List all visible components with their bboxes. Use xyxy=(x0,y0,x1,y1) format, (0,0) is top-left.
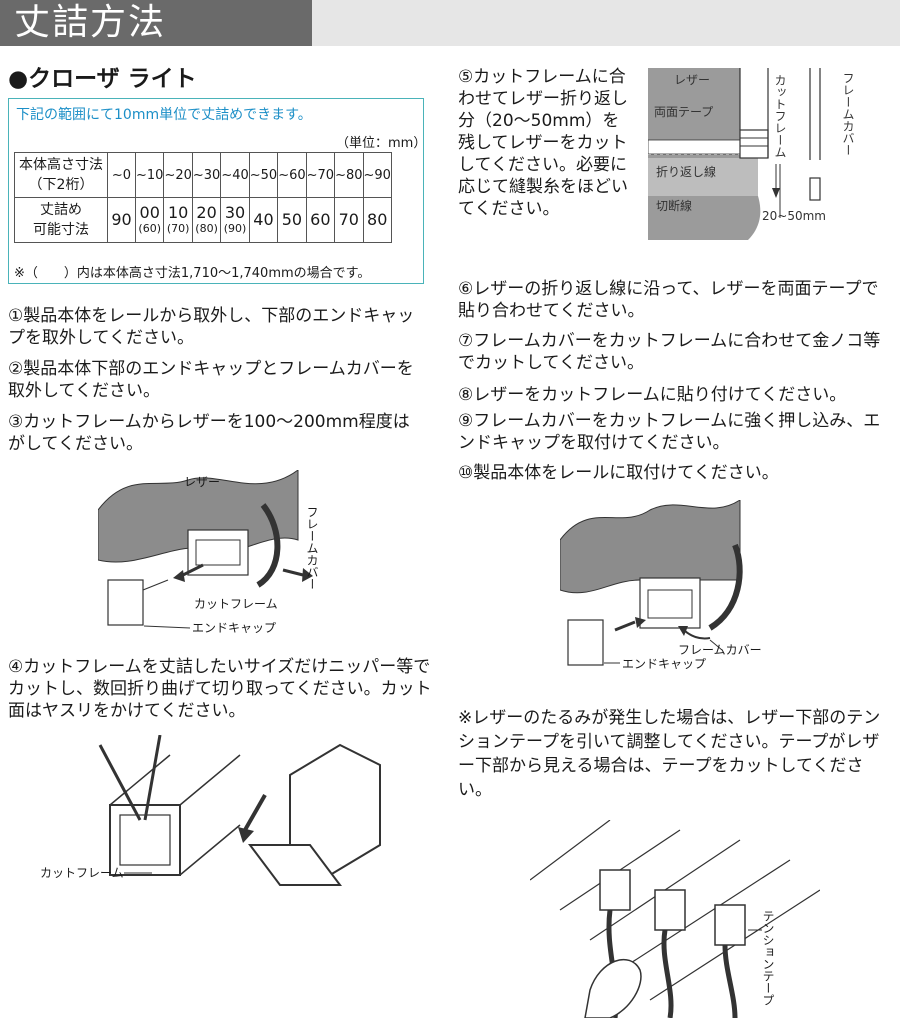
note-sag: ※レザーのたるみが発生した場合は、レザー下部のテンションテープを引いて調整してく… xyxy=(458,708,881,800)
label-cut-frame-2: カットフレーム xyxy=(40,866,124,880)
table-cell: ~90 xyxy=(362,152,392,198)
cell-sub: (90) xyxy=(223,222,247,235)
cell-main: 70 xyxy=(338,210,359,229)
row-header-text: 本体高さ寸法 xyxy=(19,157,103,173)
diagram-fold-allowance: レザー 両面テープ 折り返し線 切断線 20~50mm カットフレーム フレーム… xyxy=(648,68,855,240)
table-unit: （単位：mm） xyxy=(336,136,427,151)
label-cut-line: 切断線 xyxy=(656,198,692,213)
label-end-cap-2: エンドキャップ xyxy=(622,657,706,671)
table-cell: 10(70) xyxy=(163,197,193,243)
label-frame-cover-3: フレームカバー xyxy=(678,643,762,657)
table-row: 丈詰め 可能寸法 90 00(60) 10(70) 20(80) 30(90) … xyxy=(14,197,392,243)
label-end-cap: エンドキャップ xyxy=(192,621,276,635)
table-cell: 80 xyxy=(362,197,392,243)
cell-main: 40 xyxy=(253,210,274,229)
step-5: ⑤カットフレームに合わせてレザー折り返し分（20～50mm）を残してレザーをカッ… xyxy=(458,67,628,219)
table-cell: ~70 xyxy=(305,152,336,198)
illustration-cut-frame: カットフレーム xyxy=(40,735,381,886)
label-fold-range: 20~50mm xyxy=(762,209,826,223)
step-9: ⑨フレームカバーをカットフレームに強く押し込み、エンドキャップを取付けてください… xyxy=(458,411,881,453)
label-cut-frame-vertical: カットフレーム xyxy=(773,74,787,158)
table-cell: ~80 xyxy=(334,152,364,198)
cell-main: 90 xyxy=(111,210,132,229)
table-cell: ~50 xyxy=(248,152,279,198)
label-cut-frame: カットフレーム xyxy=(194,597,278,611)
step-3: ③カットフレームからレザーを100～200mm程度はがしてください。 xyxy=(8,412,410,454)
size-table: 本体高さ寸法 （下2桁） ~0 ~10 ~20 ~30 ~40 ~50 ~60 … xyxy=(14,152,392,243)
label-fold-line: 折り返し線 xyxy=(656,164,716,179)
illustration-tension-tape: テンションテープ xyxy=(530,820,820,1018)
cell-main: 00 xyxy=(139,203,160,222)
table-cell: 40 xyxy=(248,197,279,243)
step-7: ⑦フレームカバーをカットフレームに合わせて金ノコ等でカットしてください。 xyxy=(458,331,881,373)
cell-main: 20 xyxy=(196,203,217,222)
label-frame-cover: フレームカバー xyxy=(305,506,319,590)
table-cell: ~10 xyxy=(134,152,165,198)
cell-sub: (80) xyxy=(195,222,218,235)
row-header-text: 丈詰め xyxy=(40,202,82,218)
cell-sub: (60) xyxy=(138,222,162,235)
table-cell: ~60 xyxy=(277,152,307,198)
label-leather: レザー xyxy=(184,475,220,489)
table-cell: 20(80) xyxy=(191,197,222,243)
label-frame-cover-vertical: フレームカバー xyxy=(841,72,855,156)
table-box xyxy=(8,98,424,284)
step-6: ⑥レザーの折り返し線に沿って、レザーを両面テープで貼り合わせてください。 xyxy=(458,279,879,321)
table-footnote: ※（ ）内は本体高さ寸法1,710～1,740mmの場合です。 xyxy=(14,266,371,281)
step-10: ⑩製品本体をレールに取付けてください。 xyxy=(458,463,779,483)
table-cell: ~40 xyxy=(220,152,250,198)
section-heading: ●クローザ ライト xyxy=(8,66,197,92)
cell-sub: (70) xyxy=(166,222,190,235)
label-double-tape: 両面テープ xyxy=(654,105,713,119)
illustration-attach-endcap: フレームカバー エンドキャップ xyxy=(560,500,762,671)
table-note: 下記の範囲にて10mm単位で丈詰めできます。 xyxy=(16,107,312,123)
table-cell: ~0 xyxy=(107,152,136,198)
row-header: 丈詰め 可能寸法 xyxy=(14,197,108,243)
cell-main: 10 xyxy=(167,203,189,222)
table-cell: 90 xyxy=(107,197,136,243)
table-row: 本体高さ寸法 （下2桁） ~0 ~10 ~20 ~30 ~40 ~50 ~60 … xyxy=(14,152,392,198)
table-cell: 50 xyxy=(277,197,307,243)
title-bar-dark xyxy=(0,0,312,46)
label-tension-tape: テンションテープ xyxy=(761,910,775,1006)
row-header-text: （下2桁） xyxy=(28,177,94,193)
cell-main: 80 xyxy=(367,210,388,229)
row-header: 本体高さ寸法 （下2桁） xyxy=(14,152,108,198)
step-1: ①製品本体をレールから取外し、下部のエンドキャップを取外してください。 xyxy=(8,306,415,348)
table-cell: 60 xyxy=(305,197,336,243)
cell-main: 30 xyxy=(224,203,246,222)
table-cell: 00(60) xyxy=(134,197,165,243)
cell-main: 50 xyxy=(281,210,303,229)
label-leather-2: レザー xyxy=(674,73,710,87)
cell-main: 60 xyxy=(310,210,331,229)
illustration-remove-endcap: レザー フレームカバー カットフレーム エンドキャップ xyxy=(98,470,319,635)
page-title: 丈詰方法 xyxy=(14,2,167,43)
row-header-text: 可能寸法 xyxy=(33,222,89,238)
step-2: ②製品本体下部のエンドキャップとフレームカバーを取外してください。 xyxy=(8,359,414,401)
table-cell: 70 xyxy=(334,197,364,243)
step-4: ④カットフレームを丈詰したいサイズだけニッパー等でカットし、数回折り曲げて切り取… xyxy=(8,657,432,721)
table-cell: ~30 xyxy=(191,152,222,198)
table-cell: ~20 xyxy=(163,152,193,198)
step-8: ⑧レザーをカットフレームに貼り付けてください。 xyxy=(458,385,847,405)
table-cell: 30(90) xyxy=(220,197,250,243)
